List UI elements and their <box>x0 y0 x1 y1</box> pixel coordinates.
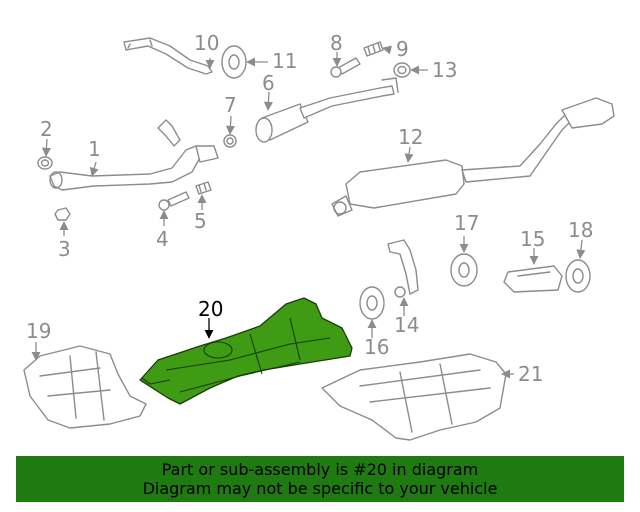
part-1-front-pipe[interactable] <box>49 119 219 191</box>
callout-17: 17 <box>454 211 479 235</box>
part-2-gasket[interactable] <box>37 156 53 170</box>
part-11-hanger[interactable] <box>221 45 247 79</box>
part-14-hanger[interactable] <box>387 239 419 298</box>
part-3-nut[interactable] <box>54 207 71 221</box>
part-9-stud[interactable] <box>363 41 384 57</box>
part-12-muffler[interactable] <box>331 97 615 217</box>
part-13-gasket[interactable] <box>393 62 411 78</box>
callout-18: 18 <box>568 218 593 242</box>
part-17-hanger[interactable] <box>450 253 478 287</box>
part-5-stud[interactable] <box>195 181 212 195</box>
callout-6: 6 <box>262 71 275 95</box>
callout-7: 7 <box>224 93 237 117</box>
part-19-insulator[interactable] <box>23 345 147 429</box>
callout-5: 5 <box>194 209 207 233</box>
part-20-heat-insulator[interactable] <box>139 297 353 405</box>
banner-line-1: Part or sub-assembly is #20 in diagram <box>161 460 479 479</box>
part-7-gasket[interactable] <box>223 134 237 148</box>
callout-10: 10 <box>194 31 219 55</box>
exhaust-parts-diagram: 1 2 3 4 5 6 7 8 9 10 11 12 13 14 15 16 1… <box>23 31 615 441</box>
part-16-hanger[interactable] <box>359 286 385 320</box>
callout-14: 14 <box>394 313 419 337</box>
callout-21: 21 <box>518 362 543 386</box>
part-8-bolt[interactable] <box>330 57 361 78</box>
part-18-hanger[interactable] <box>565 259 591 293</box>
callout-9: 9 <box>396 37 409 61</box>
callout-15: 15 <box>520 227 545 251</box>
callout-16: 16 <box>364 335 389 359</box>
part-4-bolt[interactable] <box>158 191 190 211</box>
callout-19: 19 <box>26 319 51 343</box>
callout-11: 11 <box>272 49 297 73</box>
banner-line-2: Diagram may not be specific to your vehi… <box>142 479 498 498</box>
callout-1: 1 <box>88 137 101 161</box>
callout-3: 3 <box>58 237 71 261</box>
part-21-insulator[interactable] <box>321 353 507 441</box>
callout-4: 4 <box>156 227 169 251</box>
part-10-bracket[interactable] <box>123 37 213 75</box>
callout-20: 20 <box>198 297 223 321</box>
info-banner: Part or sub-assembly is #20 in diagram D… <box>16 456 624 502</box>
callout-13: 13 <box>432 58 457 82</box>
callout-12: 12 <box>398 125 423 149</box>
part-15-bracket[interactable] <box>503 265 563 293</box>
callout-2: 2 <box>40 117 53 141</box>
callout-8: 8 <box>330 31 343 55</box>
part-6-converter[interactable] <box>255 77 399 143</box>
